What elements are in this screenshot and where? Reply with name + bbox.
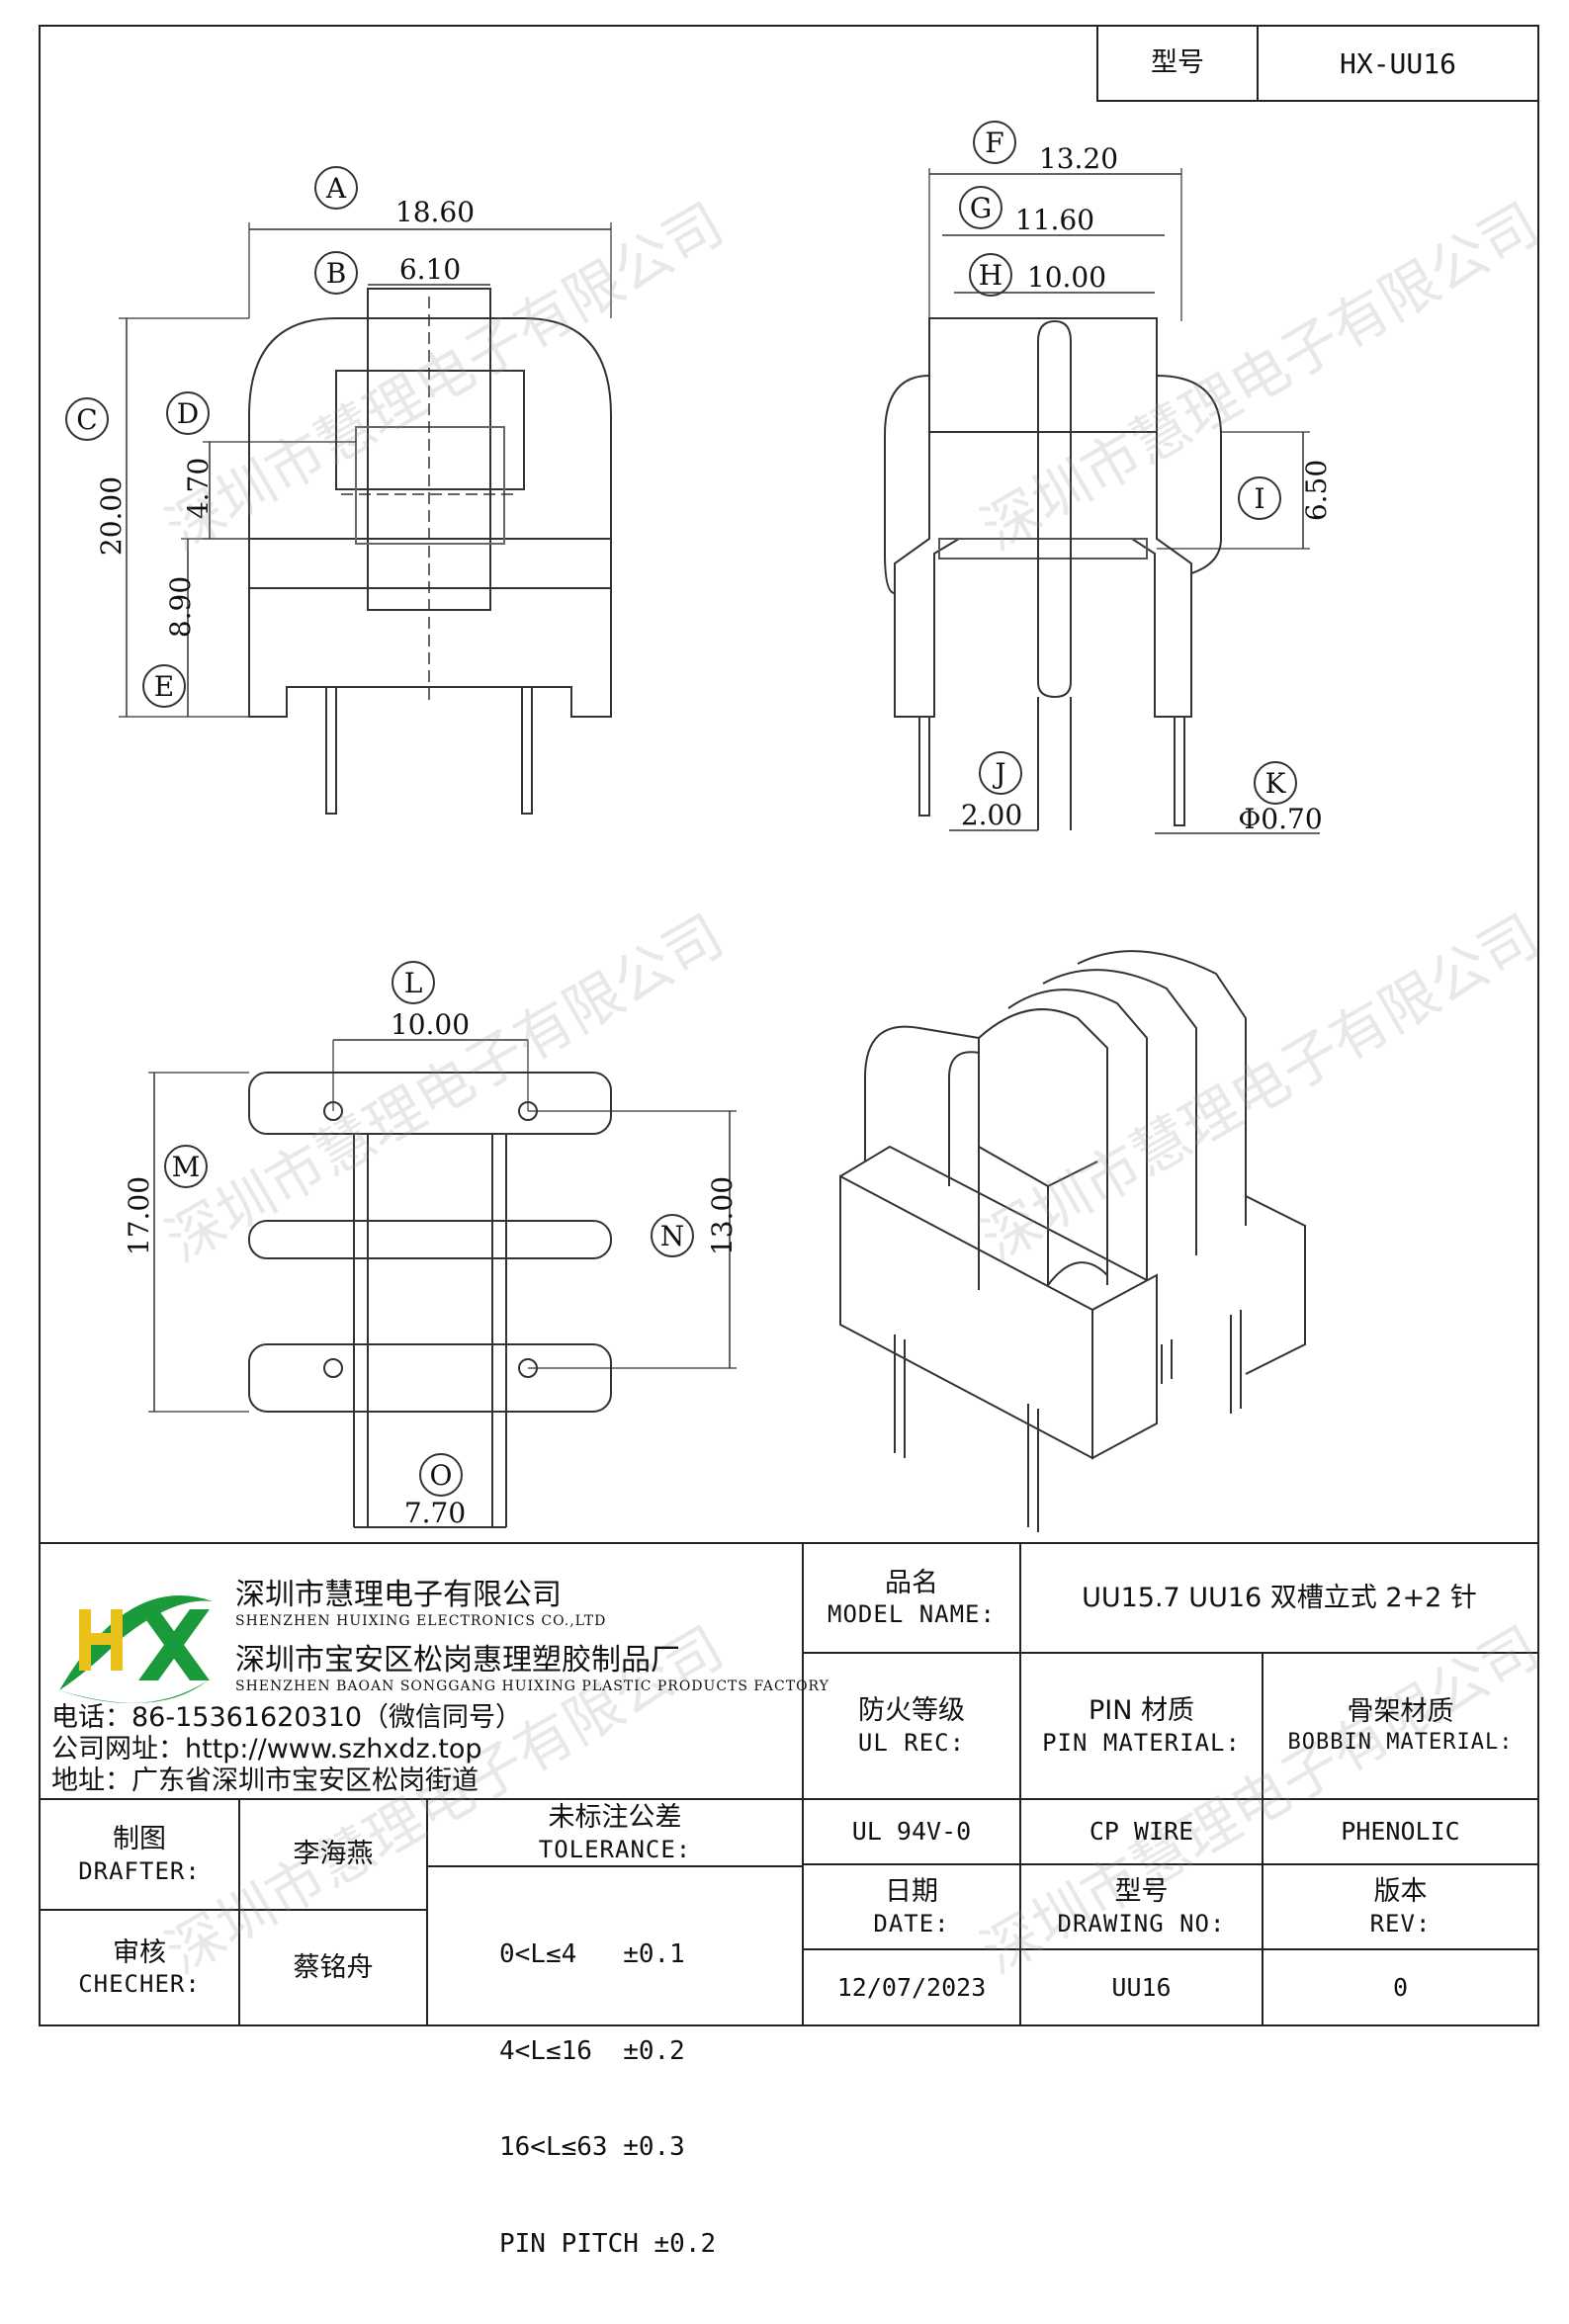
dim-letter-f: F	[973, 121, 1016, 164]
dim-value-d: 4.70	[181, 457, 215, 520]
dim-value-a: 18.60	[394, 195, 476, 228]
bottom-view	[148, 1039, 737, 1528]
dim-letter-e: E	[142, 664, 186, 708]
model-name-label-cn: 品名	[885, 1567, 938, 1598]
dim-value-i: 6.50	[1299, 459, 1333, 522]
model-name-label: 品名 MODEL NAME:	[803, 1543, 1020, 1653]
bobbin-material-label-en: BOBBIN MATERIAL:	[1287, 1730, 1514, 1756]
header-box	[1096, 25, 1539, 102]
drafter-label-cn: 制图	[113, 1824, 166, 1855]
bobbin-material-label-cn: 骨架材质	[1347, 1696, 1454, 1728]
pin-material-label-en: PIN MATERIAL:	[1042, 1728, 1241, 1757]
bobbin-material-label: 骨架材质 BOBBIN MATERIAL:	[1263, 1653, 1538, 1799]
rev-label: 版本 REV:	[1263, 1864, 1538, 1949]
dim-letter-i: I	[1238, 476, 1281, 520]
front-view	[119, 222, 612, 815]
company-name-cn: 深圳市慧理电子有限公司	[235, 1578, 562, 1612]
tolerance-list: 0<L≤4 ±0.1 4<L≤16 ±0.2 16<L≤63 ±0.3 PIN …	[499, 1874, 716, 2324]
dim-value-h: 10.00	[1026, 260, 1107, 294]
tolerance-label: 未标注公差 TOLERANCE:	[427, 1799, 803, 1866]
company-website[interactable]: 公司网址：http://www.szhxdz.top	[51, 1734, 482, 1765]
dim-letter-g: G	[959, 186, 1002, 229]
tolerance-row: 0<L≤4 ±0.1	[499, 1939, 685, 1969]
dim-value-k: Φ0.70	[1238, 802, 1323, 835]
date-label-cn: 日期	[885, 1876, 938, 1908]
ul-rec-label-en: UL REC:	[857, 1728, 966, 1757]
dim-value-o: 7.70	[403, 1496, 467, 1529]
checker-label-en: CHECHER:	[78, 1970, 201, 1999]
pin-material-label-cn: PIN 材质	[1088, 1695, 1195, 1727]
side-view	[884, 168, 1320, 834]
dim-letter-d: D	[166, 391, 210, 435]
checker-name: 蔡铭舟	[293, 1951, 374, 1983]
drawing-no-label-en: DRAWING NO:	[1057, 1909, 1226, 1937]
dim-letter-k: K	[1254, 761, 1297, 805]
drafter-name: 李海燕	[293, 1839, 374, 1870]
drawing-no-label: 型号 DRAWING NO:	[1020, 1864, 1263, 1949]
pin-material-value: CP WIRE	[1089, 1817, 1194, 1847]
company-phone: 电话：86-15361620310（微信同号）	[51, 1702, 523, 1733]
tolerance-label-cn: 未标注公差	[548, 1802, 682, 1834]
pin-material-label: PIN 材质 PIN MATERIAL:	[1020, 1653, 1263, 1799]
checker-label: 审核 CHECHER:	[40, 1910, 239, 2025]
tolerance-row: 4<L≤16 ±0.2	[499, 2035, 685, 2066]
isometric-view	[839, 950, 1306, 1532]
drawing-no-value: UU16	[1111, 1972, 1172, 2002]
dim-letter-o: O	[419, 1453, 463, 1497]
ul-rec-label-cn: 防火等级	[858, 1695, 965, 1727]
checker-label-cn: 审核	[113, 1937, 166, 1968]
dim-value-g: 11.60	[1014, 203, 1095, 236]
company-logo	[59, 1595, 213, 1703]
dim-letter-b: B	[314, 251, 358, 295]
date-label-en: DATE:	[873, 1909, 950, 1937]
ul-value: UL 94V-0	[851, 1817, 972, 1847]
dim-letter-h: H	[969, 253, 1012, 297]
tolerance-row: 16<L≤63 ±0.3	[499, 2132, 685, 2162]
drafter-label: 制图 DRAFTER:	[40, 1799, 239, 1910]
dim-value-f: 13.20	[1038, 141, 1119, 175]
tolerance-row: PIN PITCH ±0.2	[499, 2228, 717, 2259]
dim-letter-c: C	[65, 397, 109, 441]
dim-value-n: 13.00	[705, 1175, 739, 1256]
drafter-label-en: DRAFTER:	[78, 1856, 201, 1885]
header-model-label: 型号	[1151, 47, 1204, 79]
rev-label-cn: 版本	[1373, 1876, 1428, 1908]
technical-drawing	[39, 25, 1539, 2026]
factory-name-cn: 深圳市宝安区松岗惠理塑胶制品厂	[235, 1643, 680, 1678]
dim-letter-a: A	[314, 166, 358, 210]
outer-frame	[39, 25, 1539, 2026]
rev-label-en: REV:	[1369, 1909, 1432, 1937]
model-name-value: UU15.7 UU16 双槽立式 2+2 针	[1082, 1582, 1477, 1613]
dim-letter-n: N	[651, 1214, 694, 1257]
dim-value-m: 17.00	[122, 1175, 155, 1256]
dim-value-e: 8.90	[163, 575, 197, 639]
dim-value-j: 2.00	[960, 798, 1023, 831]
dim-letter-l: L	[392, 961, 435, 1004]
factory-name-en: SHENZHEN BAOAN SONGGANG HUIXING PLASTIC …	[235, 1678, 829, 1694]
dim-value-c: 20.00	[94, 475, 128, 557]
header-model-value: HX-UU16	[1339, 46, 1456, 80]
dim-letter-m: M	[164, 1145, 208, 1188]
dim-value-b: 6.10	[398, 252, 462, 286]
model-name-label-en: MODEL NAME:	[828, 1600, 996, 1629]
dim-value-l: 10.00	[390, 1007, 471, 1041]
rev-value: 0	[1392, 1972, 1409, 2002]
date-label: 日期 DATE:	[803, 1864, 1020, 1949]
dim-letter-j: J	[979, 751, 1022, 795]
company-address: 地址：广东省深圳市宝安区松岗街道	[51, 1765, 479, 1796]
company-name-en: SHENZHEN HUIXING ELECTRONICS CO.,LTD	[235, 1613, 607, 1629]
tolerance-label-en: TOLERANCE:	[538, 1835, 692, 1863]
date-value: 12/07/2023	[836, 1972, 987, 2002]
drawing-no-label-cn: 型号	[1114, 1876, 1169, 1908]
bobbin-material-value: PHENOLIC	[1341, 1817, 1460, 1847]
ul-rec-label: 防火等级 UL REC:	[803, 1653, 1020, 1799]
drawing-sheet: 型号 HX-UU16 A 18.60 B 6.10 C 20.00 D 4.70…	[39, 25, 1550, 2259]
